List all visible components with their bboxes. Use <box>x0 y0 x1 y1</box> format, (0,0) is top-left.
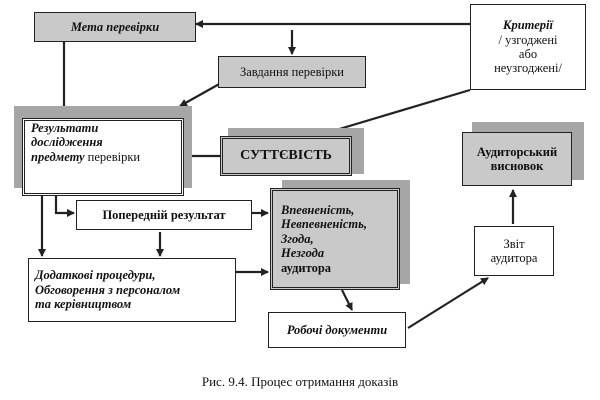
criteria-line-1: Критерії <box>503 18 553 33</box>
audit-opinion-line-1: Аудиторський <box>476 144 558 159</box>
edge-results-preliminary <box>54 196 75 217</box>
additional-line-3: та керівництвом <box>35 297 132 312</box>
materiality-node: СУТТЄВІСТЬ <box>220 136 352 176</box>
edge-workingdocs-report <box>407 277 489 329</box>
criteria-line-2: / узгоджені <box>498 32 558 47</box>
results-line-1: Результати <box>31 121 99 135</box>
confidence-line-3: Згода, <box>281 231 314 246</box>
figure-caption: Рис. 9.4. Процес отримання доказів <box>201 374 399 389</box>
report-line-1: Звіт <box>503 236 525 251</box>
report-node: Звіт аудитора <box>474 226 554 276</box>
additional-line-1: Додаткові процедури, <box>35 268 156 283</box>
preliminary-node: Попередній результат <box>76 200 252 230</box>
working-docs-node: Робочі документи <box>268 312 406 348</box>
preliminary-label: Попередній результат <box>102 207 226 222</box>
results-word-check: перевірки <box>87 149 141 164</box>
task-node: Завдання перевірки <box>218 56 366 88</box>
confidence-line-5: аудитора <box>281 260 332 275</box>
confidence-line-2: Невпевненість, <box>281 217 367 232</box>
confidence-line-1: Впевненість, <box>281 203 355 218</box>
criteria-line-4: неузгоджені/ <box>494 61 562 76</box>
confidence-line-4: Незгода <box>281 246 325 261</box>
results-node: Результати дослідження предмету перевірк… <box>22 118 184 196</box>
materiality-label: СУТТЄВІСТЬ <box>240 147 332 163</box>
criteria-line-3: або <box>518 47 538 61</box>
goal-label: Мета перевірки <box>70 19 160 34</box>
goal-node: Мета перевірки <box>34 12 196 42</box>
results-line-3: предмету перевірки <box>31 150 140 164</box>
audit-opinion-node: Аудиторський висновок <box>462 132 572 186</box>
additional-node: Додаткові процедури, Обговорення з персо… <box>28 258 236 322</box>
confidence-node: Впевненість, Невпевненість, Згода, Незго… <box>270 188 400 290</box>
working-docs-label: Робочі документи <box>286 322 388 337</box>
report-line-2: аудитора <box>490 251 538 265</box>
task-label: Завдання перевірки <box>240 64 344 79</box>
additional-line-2: Обговорення з персоналом <box>35 282 181 297</box>
criteria-node: Критерії / узгоджені або неузгоджені/ <box>470 4 586 90</box>
results-word-subject: предмету <box>31 149 85 164</box>
results-line-2: дослідження <box>31 135 103 150</box>
audit-opinion-line-2: висновок <box>490 159 544 173</box>
edge-confidence-workingdocs <box>341 289 353 311</box>
